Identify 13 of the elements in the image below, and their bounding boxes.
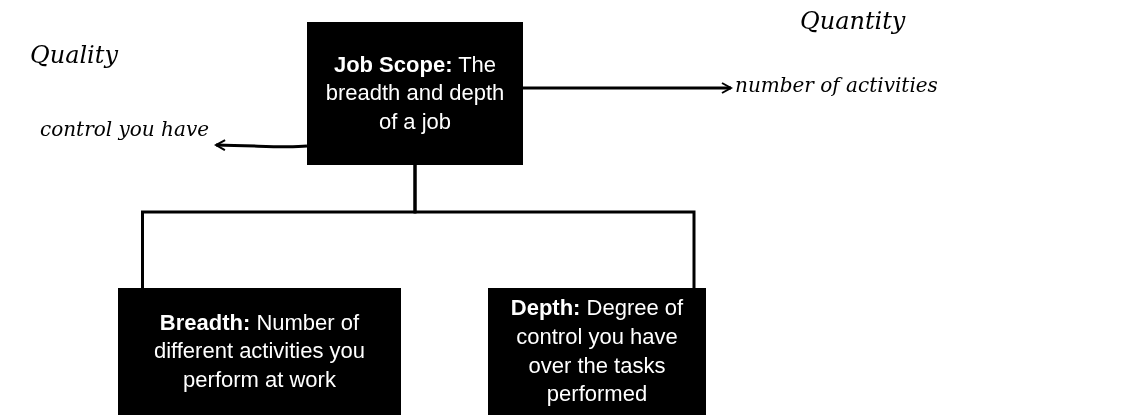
connector-line [413,165,696,288]
arrow [523,82,732,94]
box-text: Job Scope: The breadth and depth of a job [324,50,506,136]
process-box [488,288,706,415]
process-box [118,288,401,415]
box-text: Breadth: Number of different activities you perform at work [152,308,367,394]
handwritten-heading: Quantity [800,8,906,35]
handwritten-note: control you have [40,118,210,140]
arrow [215,139,308,152]
handwritten-heading: Quality [30,42,118,69]
box-text: Depth: Degree of control you have over the tasks performed [509,294,685,409]
handwritten-note: number of activities [735,74,1065,96]
process-box [307,22,523,165]
